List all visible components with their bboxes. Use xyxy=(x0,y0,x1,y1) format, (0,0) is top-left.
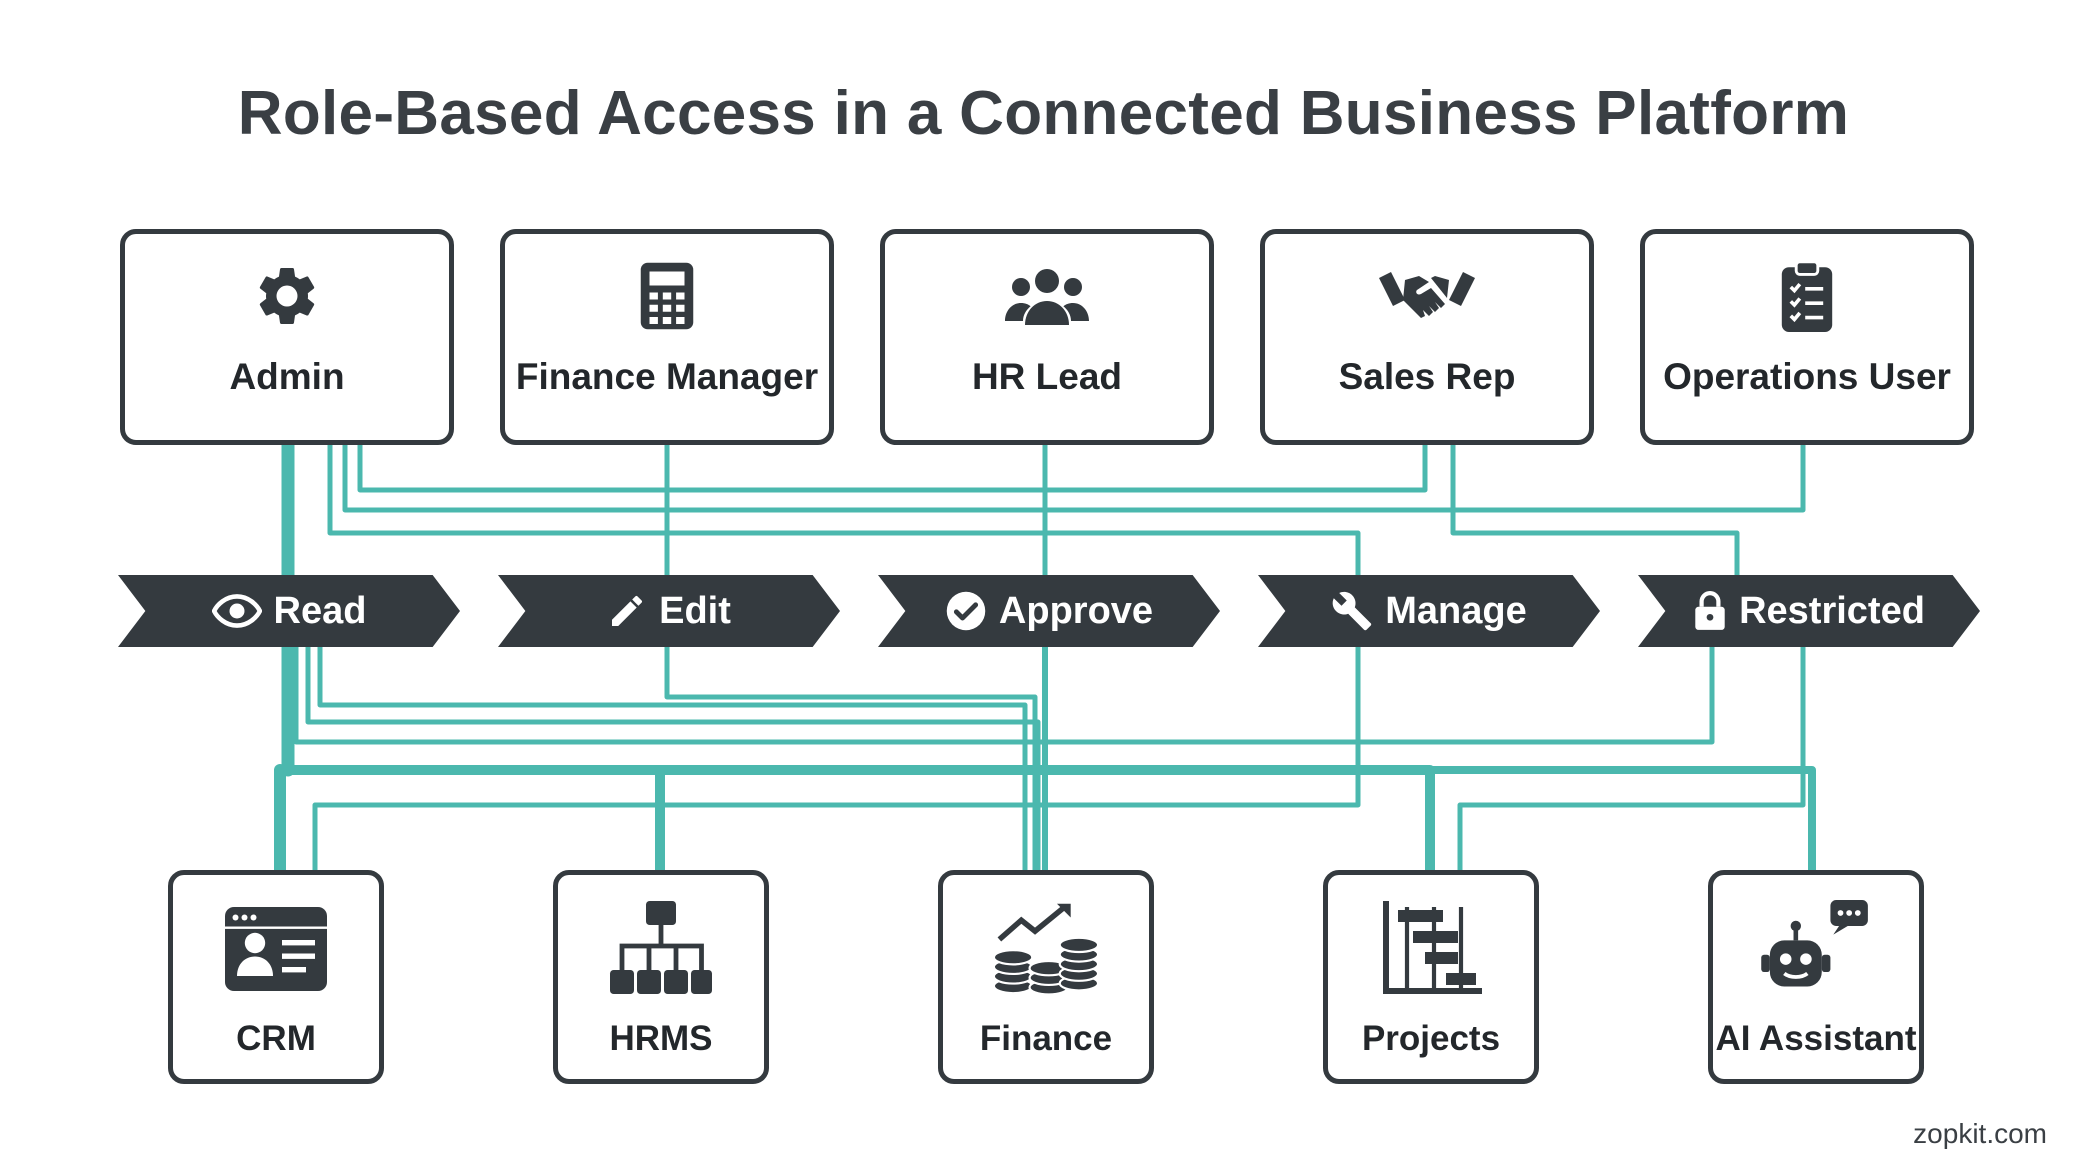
role-label: HR Lead xyxy=(971,356,1123,397)
salesrep-to-restricted-line xyxy=(1450,442,1740,578)
check-circle-icon xyxy=(945,590,987,632)
eye-icon xyxy=(211,594,262,628)
robot-chat-icon xyxy=(1761,900,1871,997)
module-projects: Projects xyxy=(1323,870,1539,1084)
permission-approve: Approve xyxy=(878,575,1220,647)
module-label: AI Assistant xyxy=(1715,1019,1917,1058)
clipboard-checklist-icon xyxy=(1778,260,1836,332)
permission-label: Manage xyxy=(1385,589,1527,632)
role-label: Sales Rep xyxy=(1338,356,1516,397)
contact-card-icon xyxy=(222,901,330,997)
role-finance-manager: Finance Manager xyxy=(500,229,834,445)
pencil-icon xyxy=(607,591,647,631)
permission-edit: Edit xyxy=(498,575,840,647)
handshake-icon xyxy=(1379,260,1475,332)
role-sales-rep: Sales Rep xyxy=(1260,229,1594,445)
wrench-icon xyxy=(1331,590,1373,632)
role-admin: Admin xyxy=(120,229,454,445)
admin-to-hrms-line xyxy=(283,765,665,875)
module-label: Projects xyxy=(1361,1019,1501,1058)
module-crm: CRM xyxy=(168,870,384,1084)
permission-manage: Manage xyxy=(1258,575,1600,647)
org-chart-icon xyxy=(607,901,715,997)
admin-to-ops-line xyxy=(342,442,1806,513)
permission-label: Approve xyxy=(998,589,1154,632)
permission-restricted: Restricted xyxy=(1638,575,1980,647)
module-label: CRM xyxy=(236,1019,316,1058)
admin-to-salesrep-line xyxy=(357,442,1428,493)
footer-site: zopkit.com xyxy=(1913,1118,2047,1149)
page-title: Role-Based Access in a Connected Busines… xyxy=(237,79,1850,148)
edit-to-finance-line xyxy=(664,644,1038,873)
permission-label: Restricted xyxy=(1739,589,1925,632)
role-label: Admin xyxy=(229,356,345,397)
calculator-icon xyxy=(639,260,695,332)
restricted-to-projects-line xyxy=(1457,644,1806,873)
admin-to-manage-line xyxy=(327,442,1361,578)
admin-to-ai-line xyxy=(656,766,1816,874)
coins-growth-icon xyxy=(991,901,1101,997)
read-to-finance-line-2 xyxy=(305,644,1041,873)
module-ai-assistant: AI Assistant xyxy=(1708,870,1924,1084)
permission-read: Read xyxy=(118,575,460,647)
module-label: HRMS xyxy=(609,1019,713,1058)
role-label: Operations User xyxy=(1663,356,1951,397)
module-hrms: HRMS xyxy=(553,870,769,1084)
gear-icon xyxy=(252,260,322,332)
read-to-finance-line-1 xyxy=(317,644,1028,873)
gantt-chart-icon xyxy=(1380,901,1482,997)
admin-to-projects-line xyxy=(283,765,1435,875)
people-group-icon xyxy=(1003,260,1091,332)
manage-to-crm-line xyxy=(312,644,1361,873)
role-operations-user: Operations User xyxy=(1640,229,1974,445)
lock-icon xyxy=(1693,590,1727,632)
permission-label: Read xyxy=(273,589,367,632)
module-label: Finance xyxy=(979,1019,1113,1058)
permission-label: Edit xyxy=(659,589,731,632)
read-to-restricted-line xyxy=(293,644,1715,745)
module-finance: Finance xyxy=(938,870,1154,1084)
role-label: Finance Manager xyxy=(515,356,819,397)
role-hr-lead: HR Lead xyxy=(880,229,1214,445)
